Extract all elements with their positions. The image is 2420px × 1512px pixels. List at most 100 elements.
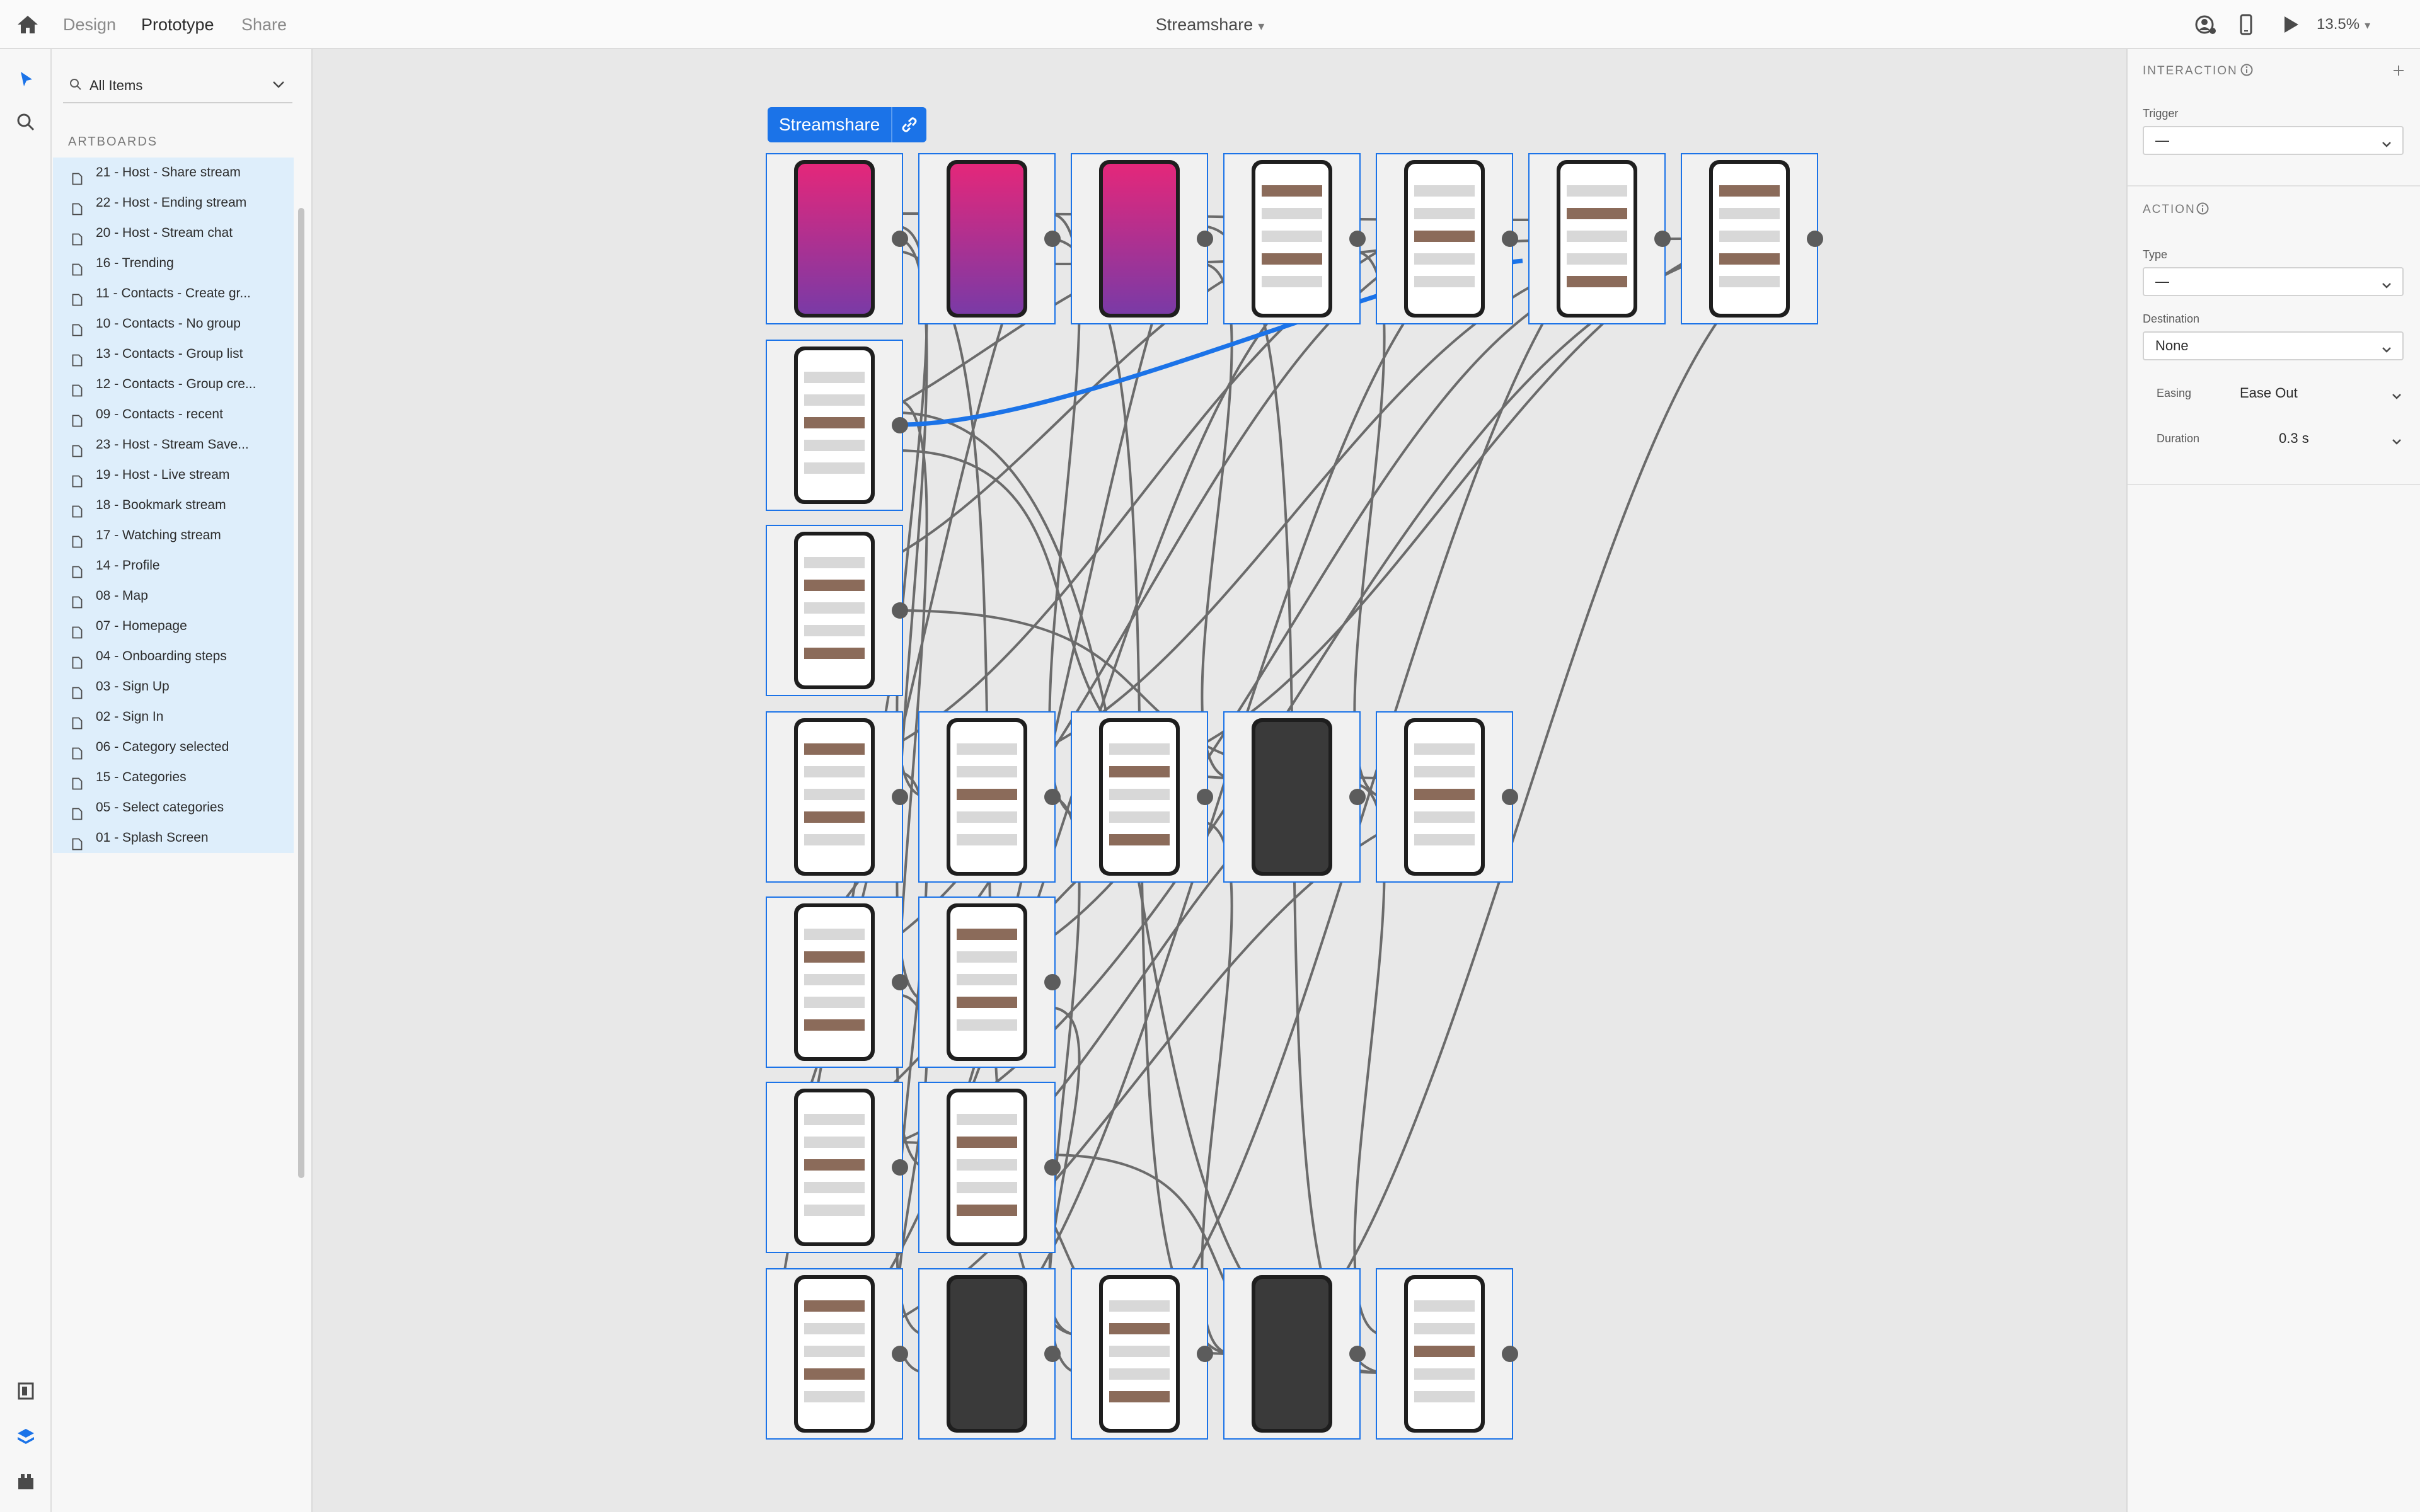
screen-content-block[interactable] (1567, 276, 1627, 287)
artboard-list-item[interactable]: 20 - Host - Stream chat (53, 218, 294, 248)
flow-handle[interactable] (1044, 231, 1061, 247)
artboard-list-item[interactable]: 02 - Sign In (53, 702, 294, 732)
flow-handle[interactable] (892, 1159, 908, 1176)
flow-handle[interactable] (1349, 1346, 1366, 1362)
destination-select[interactable]: None (2143, 331, 2404, 360)
screen-content-block[interactable] (957, 1205, 1017, 1216)
screen-content-block[interactable] (1109, 1323, 1170, 1334)
screen-content-block[interactable] (957, 834, 1017, 845)
artboard-list-item[interactable]: 10 - Contacts - No group (53, 309, 294, 339)
user-test-icon[interactable] (2193, 13, 2218, 37)
screen-content-block[interactable] (1719, 208, 1780, 219)
duration-select[interactable]: 0.3 s (2279, 426, 2404, 451)
screen-content-block[interactable] (1109, 1368, 1170, 1380)
screen-content-block[interactable] (1414, 208, 1475, 219)
artboard-list-item[interactable]: 03 - Sign Up (53, 672, 294, 702)
play-preview-icon[interactable] (2278, 13, 2303, 37)
artboard-list-item[interactable]: 01 - Splash Screen (53, 823, 294, 853)
screen-content-block[interactable] (1262, 231, 1322, 242)
screen-content-block[interactable] (804, 1114, 865, 1125)
flow-handle[interactable] (892, 602, 908, 619)
screen-content-block[interactable] (1414, 811, 1475, 823)
type-select[interactable]: — (2143, 267, 2404, 296)
screen-content-block[interactable] (804, 929, 865, 940)
flow-handle[interactable] (1502, 1346, 1518, 1362)
home-icon[interactable] (15, 13, 40, 37)
artboard-list-item[interactable]: 17 - Watching stream (53, 520, 294, 551)
screen-content-block[interactable] (804, 766, 865, 777)
screen-content-block[interactable] (1567, 208, 1627, 219)
artboard-list-item[interactable]: 12 - Contacts - Group cre... (53, 369, 294, 399)
flow-handle[interactable] (1044, 1346, 1061, 1362)
screen-content-block[interactable] (1414, 1300, 1475, 1312)
device-preview-icon[interactable] (2233, 13, 2259, 37)
artboard-list-item[interactable]: 11 - Contacts - Create gr... (53, 278, 294, 309)
screen-content-block[interactable] (804, 1323, 865, 1334)
screen-content-block[interactable] (1414, 185, 1475, 197)
screen-content-block[interactable] (804, 394, 865, 406)
info-icon[interactable] (2240, 63, 2254, 77)
screen-content-block[interactable] (804, 1159, 865, 1171)
screen-content-block[interactable] (1262, 276, 1322, 287)
flow-handle[interactable] (1349, 789, 1366, 805)
screen-content-block[interactable] (1567, 231, 1627, 242)
screen-content-block[interactable] (804, 951, 865, 963)
screen-content-block[interactable] (804, 1019, 865, 1031)
phone-screen[interactable] (950, 164, 1023, 314)
screen-content-block[interactable] (957, 974, 1017, 985)
screen-content-block[interactable] (957, 951, 1017, 963)
screen-content-block[interactable] (1719, 231, 1780, 242)
phone-screen[interactable] (1255, 722, 1328, 872)
artboard-list-item[interactable]: 09 - Contacts - recent (53, 399, 294, 430)
easing-select[interactable]: Ease Out (2240, 381, 2404, 406)
screen-content-block[interactable] (957, 811, 1017, 823)
phone-screen[interactable] (1103, 164, 1176, 314)
search-input[interactable] (89, 73, 253, 98)
flow-handle[interactable] (892, 1346, 908, 1362)
design-canvas[interactable]: Streamshare (313, 49, 2126, 1512)
screen-content-block[interactable] (804, 1182, 865, 1193)
screen-content-block[interactable] (1109, 1391, 1170, 1402)
flow-connector[interactable] (1201, 263, 1233, 779)
screen-content-block[interactable] (804, 417, 865, 428)
chevron-down-icon[interactable] (270, 76, 287, 93)
artboard-list-item[interactable]: 19 - Host - Live stream (53, 460, 294, 490)
tab-prototype[interactable]: Prototype (141, 15, 214, 34)
tab-share[interactable]: Share (241, 15, 287, 34)
trigger-select[interactable]: — (2143, 126, 2404, 155)
flow-handle[interactable] (1197, 789, 1213, 805)
screen-content-block[interactable] (1414, 1346, 1475, 1357)
flow-handle[interactable] (1807, 231, 1823, 247)
screen-content-block[interactable] (957, 1019, 1017, 1031)
flow-handle[interactable] (1197, 231, 1213, 247)
flow-handle[interactable] (1502, 789, 1518, 805)
info-icon[interactable] (2196, 202, 2210, 215)
screen-content-block[interactable] (804, 625, 865, 636)
screen-content-block[interactable] (804, 580, 865, 591)
screen-content-block[interactable] (1719, 185, 1780, 197)
share-link-icon[interactable] (891, 107, 927, 142)
screen-content-block[interactable] (1414, 834, 1475, 845)
artboard-list-item[interactable]: 06 - Category selected (53, 732, 294, 762)
flow-handle[interactable] (892, 974, 908, 990)
screen-content-block[interactable] (1109, 834, 1170, 845)
artboard-list-item[interactable]: 13 - Contacts - Group list (53, 339, 294, 369)
artboard-list-item[interactable]: 21 - Host - Share stream (53, 158, 294, 188)
flow-name[interactable]: Streamshare (768, 107, 892, 142)
screen-content-block[interactable] (804, 372, 865, 383)
flow-handle[interactable] (1654, 231, 1671, 247)
scrollbar-thumb[interactable] (298, 208, 304, 1178)
screen-content-block[interactable] (1414, 1368, 1475, 1380)
screen-content-block[interactable] (804, 1205, 865, 1216)
select-tool-icon[interactable] (13, 67, 38, 92)
screen-content-block[interactable] (1567, 185, 1627, 197)
add-interaction-icon[interactable] (2390, 62, 2407, 79)
screen-content-block[interactable] (1414, 253, 1475, 265)
phone-screen[interactable] (950, 1279, 1023, 1429)
screen-content-block[interactable] (804, 1391, 865, 1402)
tab-design[interactable]: Design (63, 15, 117, 34)
zoom-tool-icon[interactable] (13, 110, 38, 135)
artboard-list-item[interactable]: 23 - Host - Stream Save... (53, 430, 294, 460)
zoom-dropdown[interactable]: 13.5%▾ (2317, 13, 2370, 37)
artboard-list-item[interactable]: 05 - Select categories (53, 793, 294, 823)
